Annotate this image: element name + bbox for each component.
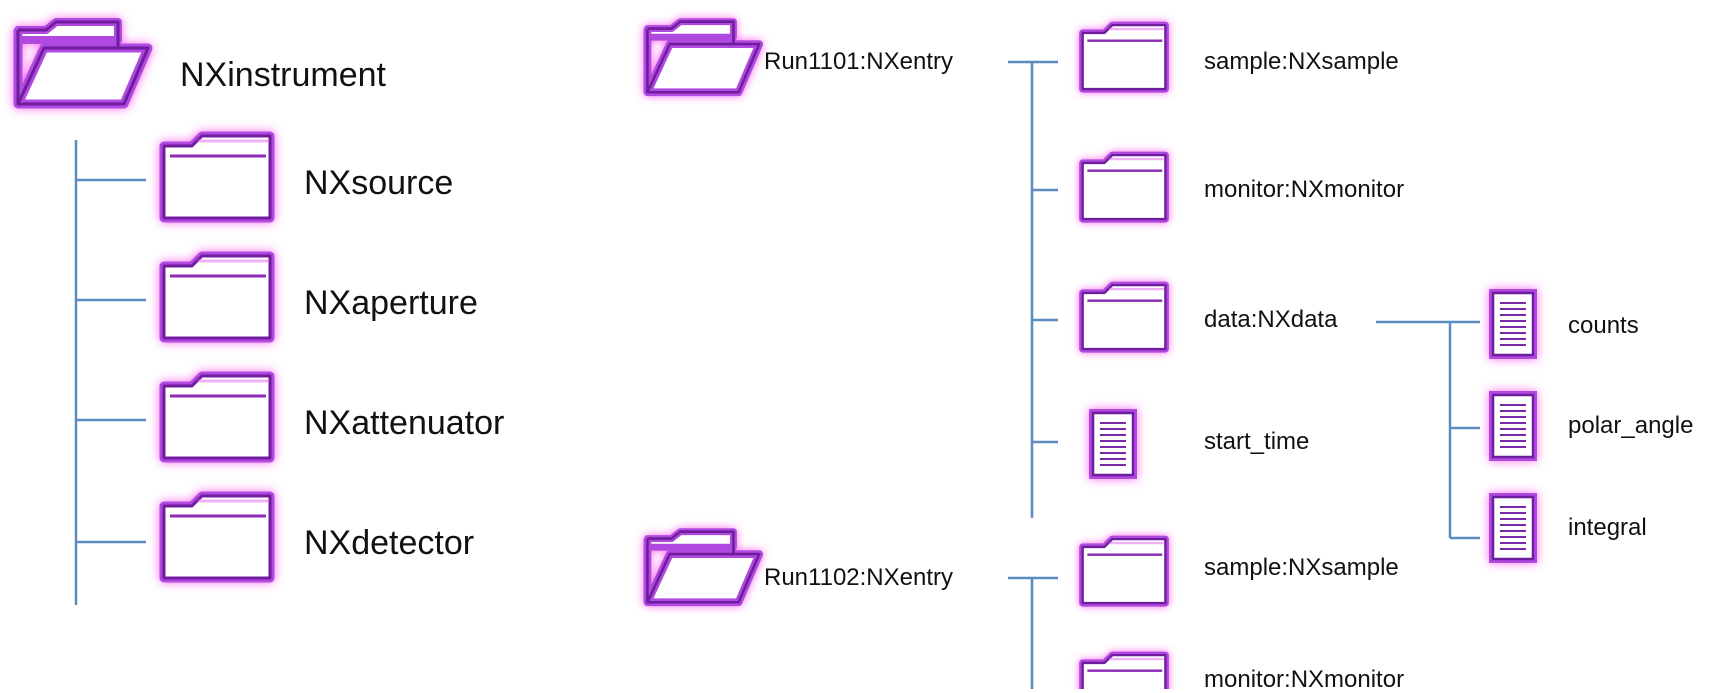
folder-icon (1083, 655, 1166, 689)
group-label: sample:NXsample (1204, 554, 1399, 581)
field-label: polar_angle (1568, 412, 1694, 439)
file-icon (1093, 413, 1133, 475)
group-label: sample:NXsample (1204, 48, 1399, 75)
file-icon (1493, 497, 1533, 559)
folder-icon (164, 136, 270, 218)
group-label: data:NXdata (1204, 306, 1338, 333)
root-node-label: NXinstrument (180, 56, 386, 94)
folder-icon (1083, 285, 1166, 349)
folder-icon (1083, 155, 1166, 219)
folder-icon (1083, 539, 1166, 603)
folder-icon (164, 376, 270, 458)
child-node-label: NXdetector (304, 524, 475, 562)
child-node-label: NXaperture (304, 284, 478, 322)
field-label: integral (1568, 514, 1647, 541)
entry-label: Run1101:NXentry (764, 48, 953, 75)
field-label: counts (1568, 312, 1639, 339)
folder-icon (164, 496, 270, 578)
folder-icon (164, 256, 270, 338)
group-label: monitor:NXmonitor (1204, 666, 1405, 693)
field-label: start_time (1204, 428, 1310, 455)
folder-icon (1083, 25, 1166, 89)
file-icon (1493, 395, 1533, 457)
entry-label: Run1102:NXentry (764, 564, 953, 591)
child-node-label: NXattenuator (304, 404, 505, 442)
open-folder-icon (18, 22, 148, 104)
connector-lines (74, 60, 1480, 689)
group-label: monitor:NXmonitor (1204, 176, 1405, 203)
open-folder-icon (647, 22, 759, 93)
child-node-label: NXsource (304, 164, 454, 202)
open-folder-icon (647, 532, 759, 603)
file-icon (1493, 293, 1533, 355)
